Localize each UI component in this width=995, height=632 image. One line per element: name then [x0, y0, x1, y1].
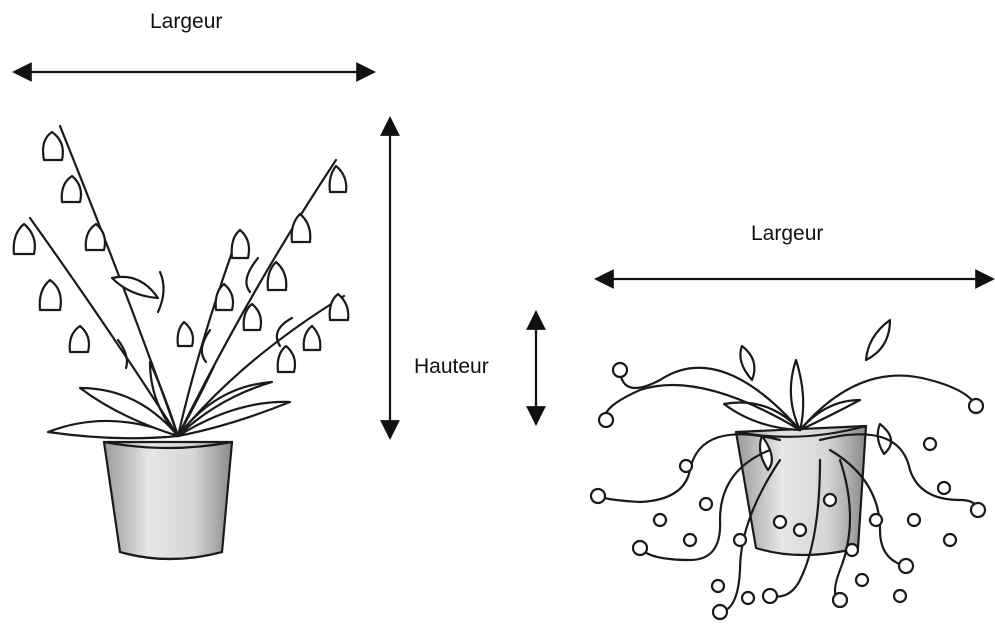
upright-bellflower-plant-icon — [14, 126, 349, 559]
height-label: Hauteur — [414, 355, 489, 379]
width-label-upright: Largeur — [150, 10, 222, 34]
trailing-bud-plant-icon — [591, 320, 985, 619]
width-label-trailing: Largeur — [751, 222, 823, 246]
